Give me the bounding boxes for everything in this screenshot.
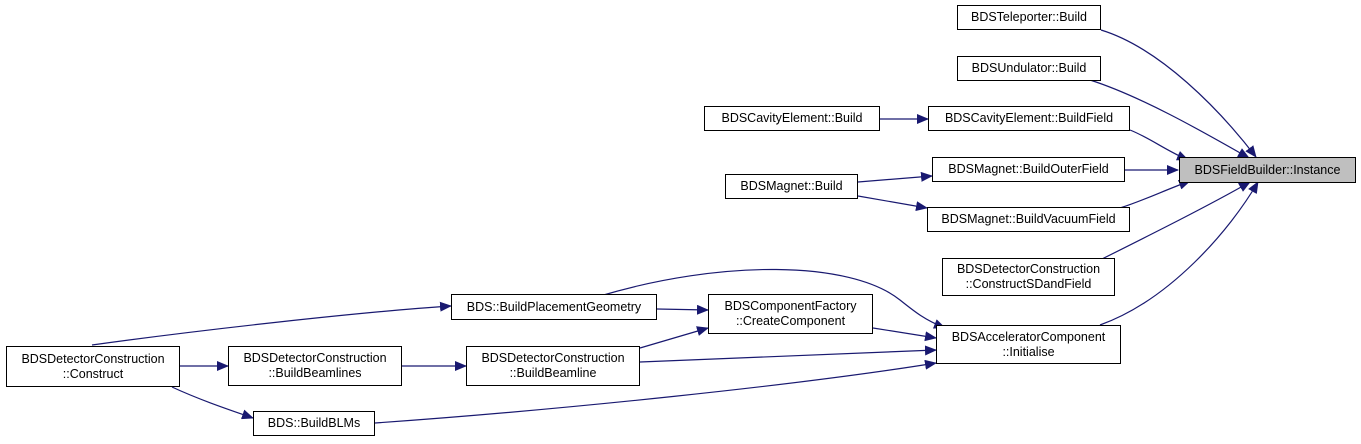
node-undulator-build[interactable]: BDSUndulator::Build: [957, 56, 1101, 81]
node-label: BDSMagnet::Build: [740, 179, 843, 193]
edge-beamline-to-factory: [639, 326, 709, 349]
node-build-blms[interactable]: BDS::BuildBLMs: [253, 411, 375, 436]
node-cavity-build[interactable]: BDSCavityElement::Build: [704, 106, 880, 131]
node-label: BDSMagnet::BuildOuterField: [948, 162, 1109, 176]
edge-construct-to-blms: [171, 386, 254, 420]
node-cavity-buildfield[interactable]: BDSCavityElement::BuildField: [928, 106, 1130, 131]
node-label-line2: ::CreateComponent: [735, 314, 846, 328]
edge-vacuumfield-to-instance: [1119, 180, 1191, 209]
edge-magnetbuild-to-vacuumfield: [857, 195, 928, 212]
node-magnet-outerfield[interactable]: BDSMagnet::BuildOuterField: [932, 157, 1125, 182]
node-label: BDS::BuildBLMs: [267, 416, 361, 430]
node-detector-sdandfield[interactable]: BDSDetectorConstruction ::ConstructSDand…: [942, 258, 1115, 296]
node-detector-construct[interactable]: BDSDetectorConstruction ::Construct: [6, 346, 180, 387]
node-detector-beamlines[interactable]: BDSDetectorConstruction ::BuildBeamlines: [228, 346, 402, 386]
node-teleporter-build[interactable]: BDSTeleporter::Build: [957, 5, 1101, 30]
edge-placement-to-initialise: [599, 268, 946, 329]
node-label-line1: BDSComponentFactory: [724, 299, 857, 313]
node-label: BDS::BuildPlacementGeometry: [466, 299, 642, 314]
edge-initialise-to-instance: [1099, 181, 1259, 326]
node-label-line1: BDSDetectorConstruction: [243, 351, 387, 365]
node-magnet-vacuumfield[interactable]: BDSMagnet::BuildVacuumField: [927, 207, 1130, 232]
edge-cavityfield-to-instance: [1129, 129, 1189, 161]
node-label-line1: BDSAcceleratorComponent: [951, 329, 1106, 344]
node-label-line1: BDSDetectorConstruction: [481, 351, 625, 365]
node-accel-initialise[interactable]: BDSAcceleratorComponent ::Initialise: [936, 325, 1121, 364]
node-magnet-build[interactable]: BDSMagnet::Build: [725, 174, 858, 199]
node-label: BDSCavityElement::Build: [721, 111, 863, 125]
edge-sdandfield-to-instance: [1099, 181, 1251, 261]
node-label-line2: ::ConstructSDandField: [965, 277, 1092, 291]
edge-construct-to-placement: [91, 301, 452, 346]
node-label-line1: BDSDetectorConstruction: [956, 262, 1101, 276]
edge-factory-to-initialise: [872, 327, 937, 342]
node-instance: BDSFieldBuilder::Instance: [1179, 157, 1356, 183]
node-component-factory[interactable]: BDSComponentFactory ::CreateComponent: [708, 294, 873, 334]
edge-blms-to-initialise: [374, 359, 937, 424]
node-label: BDSFieldBuilder::Instance: [1194, 162, 1341, 177]
edge-magnetbuild-to-outerfield: [857, 171, 933, 183]
node-label: BDSUndulator::Build: [971, 61, 1087, 75]
node-label: BDSCavityElement::BuildField: [944, 111, 1114, 125]
edge-placement-to-factory: [656, 304, 709, 315]
node-detector-beamline[interactable]: BDSDetectorConstruction ::BuildBeamline: [466, 346, 640, 386]
node-label: BDSTeleporter::Build: [970, 10, 1088, 24]
node-label-line1: BDSDetectorConstruction: [21, 351, 165, 366]
node-placement-geometry[interactable]: BDS::BuildPlacementGeometry: [451, 294, 657, 320]
node-label-line2: ::Initialise: [1002, 344, 1055, 359]
edge-undulator-to-instance: [1089, 79, 1250, 159]
edge-beamline-to-initialise: [639, 345, 937, 363]
node-label-line2: ::BuildBeamline: [509, 366, 597, 380]
node-label-line2: ::BuildBeamlines: [268, 366, 362, 380]
node-label: BDSMagnet::BuildVacuumField: [941, 212, 1116, 226]
node-label-line2: ::Construct: [62, 366, 124, 381]
edge-teleporter-to-instance: [1100, 29, 1257, 158]
